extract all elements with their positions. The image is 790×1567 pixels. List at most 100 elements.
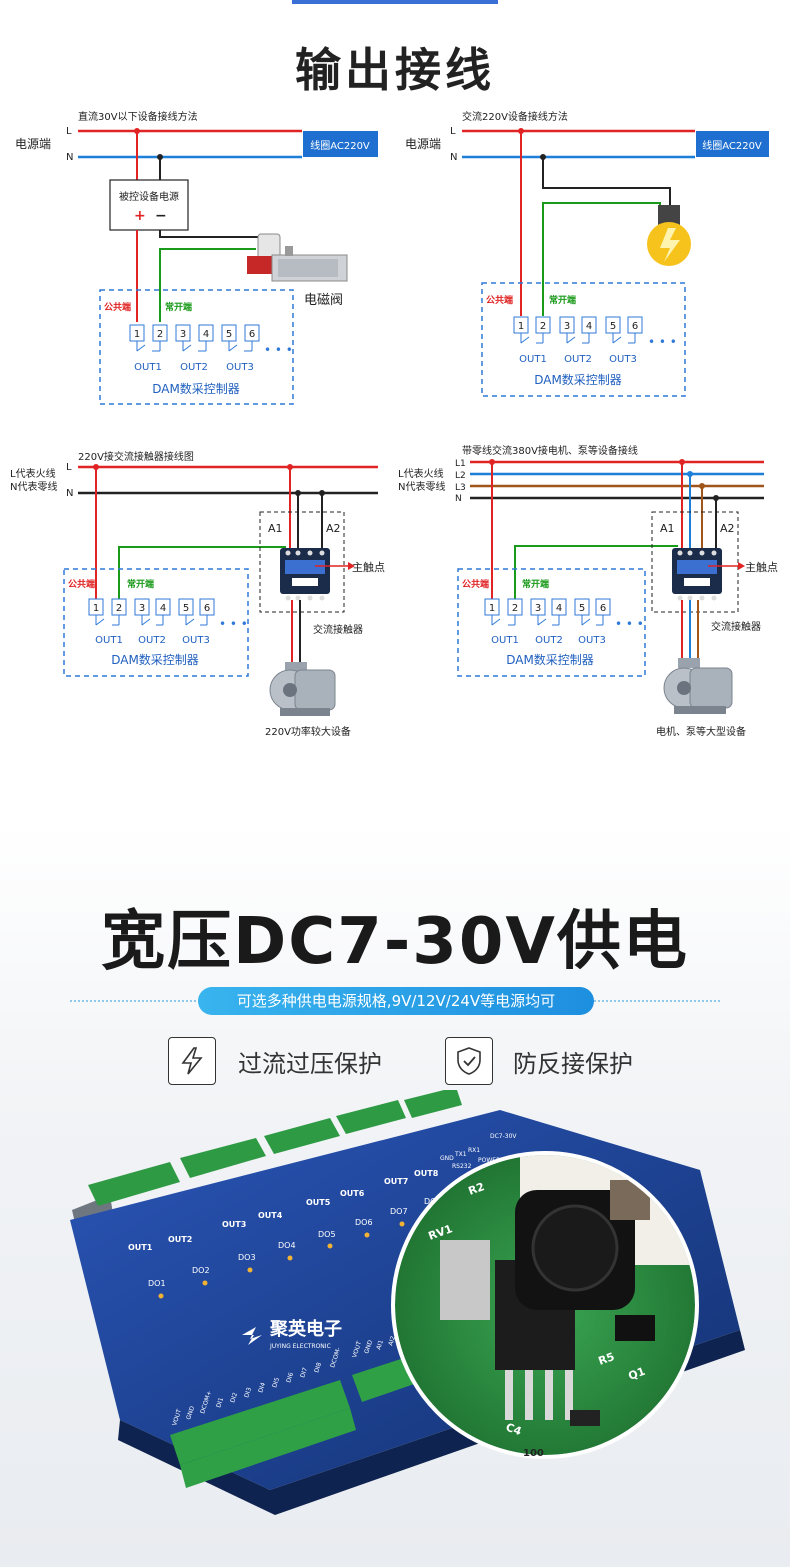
d4-main-contact: 主触点 xyxy=(745,560,778,574)
feature-reverse-protection-label: 防反接保护 xyxy=(513,1050,633,1078)
d4-L1-label: L1 xyxy=(455,459,466,469)
d1-supply-label: 被控设备电源 xyxy=(119,190,179,203)
d3-load-label: 220V功率较大设备 xyxy=(265,725,351,738)
d3-no-label: 常开端 xyxy=(127,578,154,590)
device-out1: OUT1 xyxy=(128,1243,153,1252)
solenoid-valve-icon xyxy=(247,233,348,282)
d4-dots: • • • xyxy=(615,617,644,631)
d2-no-label: 常开端 xyxy=(549,294,576,306)
d4-load-label: 电机、泵等大型设备 xyxy=(656,725,746,738)
d3-dots: • • • xyxy=(219,617,248,631)
diagram-dc30v: 直流30V以下设备接线方法 电源端 L N 线圈AC220V 被控设备电源 + … xyxy=(15,110,378,405)
d3-term-3: 3 xyxy=(139,603,145,614)
d1-dots: • • • xyxy=(264,343,293,357)
port-tx1: TX1 xyxy=(454,1151,467,1158)
d4-no-label: 常开端 xyxy=(522,578,549,590)
pin-di6: DI6 xyxy=(285,1372,295,1384)
d4-common-label: 公共端 xyxy=(462,578,489,590)
d1-load-label: 电磁阀 xyxy=(304,293,343,308)
d3-term-2: 2 xyxy=(116,603,122,614)
d2-caption: 交流220V设备接线方法 xyxy=(462,110,568,123)
d2-dots: • • • xyxy=(648,335,677,349)
contactor-icon xyxy=(672,548,722,601)
device-out2: OUT2 xyxy=(168,1235,192,1244)
d2-controller-label: DAM数采控制器 xyxy=(534,372,622,387)
pin-di7: DI7 xyxy=(299,1367,309,1379)
d3-a1: A1 xyxy=(268,522,283,535)
d1-term-6: 6 xyxy=(249,329,255,340)
d4-a2: A2 xyxy=(720,522,735,535)
pin-di3: DI3 xyxy=(243,1387,253,1399)
pcb-r5: R5 xyxy=(597,1350,617,1368)
d4-controller-label: DAM数采控制器 xyxy=(506,652,594,667)
d1-coil-box xyxy=(303,131,378,157)
d4-N-label: N xyxy=(455,494,462,504)
lightning-icon xyxy=(168,1037,216,1085)
d2-coil-label: 线圈AC220V xyxy=(702,139,762,152)
wiring-diagrams: 直流30V以下设备接线方法 电源端 L N 线圈AC220V 被控设备电源 + … xyxy=(10,110,778,738)
d4-caption: 带零线交流380V接电机、泵等设备接线 xyxy=(462,444,638,457)
d2-term-3: 3 xyxy=(564,321,570,332)
d1-term-4: 4 xyxy=(203,329,209,340)
d3-main-contact: 主触点 xyxy=(352,560,385,574)
device-out3: OUT3 xyxy=(222,1220,246,1229)
d1-out2: OUT2 xyxy=(180,362,208,373)
d1-coil-label: 线圈AC220V xyxy=(310,139,370,152)
contactor-icon xyxy=(280,548,330,601)
pin-di8: DI8 xyxy=(313,1362,323,1374)
d1-caption: 直流30V以下设备接线方法 xyxy=(78,110,198,123)
pin-di2: DI2 xyxy=(229,1392,239,1404)
d4-contactor-label: 交流接触器 xyxy=(711,620,761,633)
d2-power-label: 电源端 xyxy=(405,137,441,151)
device-do2: DO2 xyxy=(192,1266,210,1275)
feature-overcurrent-label: 过流过压保护 xyxy=(238,1050,382,1078)
device-do5: DO5 xyxy=(318,1230,336,1239)
brand-cn: 聚英电子 xyxy=(269,1318,342,1340)
d3-a2: A2 xyxy=(326,522,341,535)
terminal-blocks-bottom xyxy=(170,1356,420,1488)
port-rs232: RS232 xyxy=(452,1163,472,1170)
d3-zero-label: N代表零线 xyxy=(10,480,57,493)
pin-gnd: GND xyxy=(185,1405,196,1421)
d3-L-label: L xyxy=(66,462,72,473)
d1-term-1: 1 xyxy=(134,329,140,340)
d4-term-4: 4 xyxy=(556,603,562,614)
pin-gnd-r: GND xyxy=(363,1339,374,1355)
device-do3: DO3 xyxy=(238,1253,256,1262)
d4-term-2: 2 xyxy=(512,603,518,614)
device-do7: DO7 xyxy=(390,1207,408,1216)
motor-icon xyxy=(269,662,336,716)
d2-term-6: 6 xyxy=(632,321,638,332)
d3-contactor-frame xyxy=(259,511,345,613)
device-out7: OUT7 xyxy=(384,1177,408,1186)
terminal-blocks-top xyxy=(88,1090,462,1206)
device-illustration: OUT1 OUT2 OUT3 OUT4 OUT5 OUT6 OUT7 OUT8 … xyxy=(70,1090,745,1515)
device-out5: OUT5 xyxy=(306,1198,331,1207)
d2-term-2: 2 xyxy=(540,321,546,332)
d2-out1: OUT1 xyxy=(519,354,547,365)
d1-term-2: 2 xyxy=(157,329,163,340)
pcb-r2: R2 xyxy=(467,1180,487,1198)
d3-contactor-label: 交流接触器 xyxy=(313,623,363,636)
d2-common-label: 公共端 xyxy=(486,294,513,306)
port-rx1: RX1 xyxy=(468,1147,480,1154)
d4-L3-label: L3 xyxy=(455,483,466,493)
motor-icon xyxy=(663,658,733,714)
d4-term-5: 5 xyxy=(579,603,585,614)
d2-term-1: 1 xyxy=(518,321,524,332)
subtitle-pill: 可选多种供电电源规格,9V/12V/24V等电源均可 xyxy=(198,987,594,1015)
d4-out3: OUT3 xyxy=(578,635,606,646)
d1-out1: OUT1 xyxy=(134,362,162,373)
d3-term-1: 1 xyxy=(93,603,99,614)
d1-no-label: 常开端 xyxy=(165,301,192,313)
pcb-q1: Q1 xyxy=(627,1365,647,1383)
diagram-220v-contactor: 220V接交流接触器接线图 L代表火线 N代表零线 L N A1 A2 主触点 … xyxy=(10,450,385,738)
d2-out2: OUT2 xyxy=(564,354,592,365)
pin-di4: DI4 xyxy=(257,1382,267,1394)
d4-L2-label: L2 xyxy=(455,471,466,481)
d4-term-6: 6 xyxy=(600,603,606,614)
pcb-c4: C4 xyxy=(504,1421,524,1439)
d1-controller-label: DAM数采控制器 xyxy=(152,381,240,396)
device-do1: DO1 xyxy=(148,1279,166,1288)
pcb-magnifier: R2 RV1 R5 Q1 C4 100 xyxy=(391,1151,699,1459)
